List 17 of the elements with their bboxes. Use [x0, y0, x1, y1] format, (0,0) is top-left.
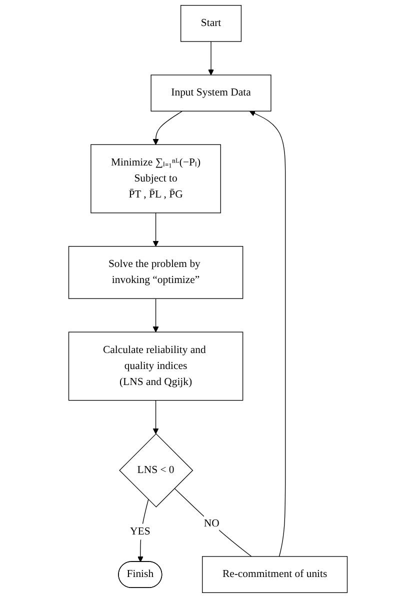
node-box: Solve the problem by invoking “optimize” [68, 246, 244, 299]
node-box: Minimize ∑ₗ₌₁ⁿᴸ(−Pₗ) Subject to P̄T , P̄L , P̄G [90, 144, 221, 214]
arrow [152, 212, 159, 247]
node-box: Calculate reliability and quality indices (LNS and Qgijk) [68, 332, 244, 401]
node-box: Re-commitment of units [202, 556, 348, 593]
arrow [249, 110, 286, 557]
node-diamond: LNS < 0 [119, 433, 194, 508]
arrow [152, 400, 159, 434]
edge-label: YES [130, 526, 150, 538]
arrow [152, 110, 183, 145]
edge-label: NO [204, 518, 220, 530]
arrow [208, 41, 214, 76]
node-box: Start [180, 5, 242, 42]
arrow [152, 298, 159, 332]
node-box: Input System Data [150, 74, 272, 112]
arrow [138, 499, 149, 562]
connector [174, 488, 252, 557]
